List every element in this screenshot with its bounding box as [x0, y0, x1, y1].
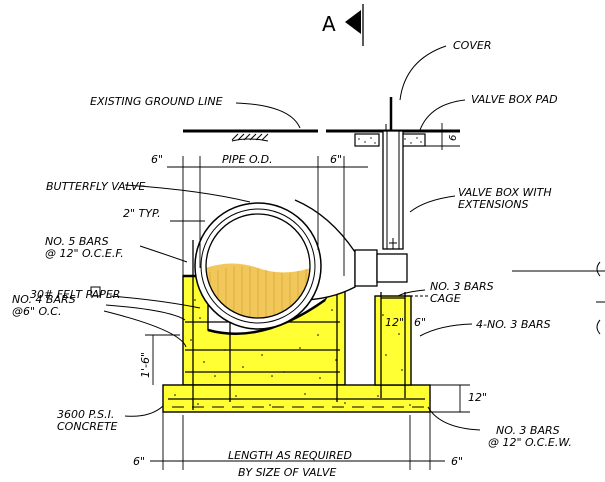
- base-thickness-label: 12": [468, 391, 487, 404]
- valve-box-shaft: [382, 130, 404, 250]
- pipe-od-label: PIPE O.D.: [222, 153, 273, 166]
- no5-bars-spacing-label: @ 12" O.C.E.F.: [45, 247, 124, 260]
- rebar: [168, 240, 426, 410]
- existing-ground-line-label: EXISTING GROUND LINE: [90, 95, 223, 108]
- section-marker: A: [322, 4, 364, 46]
- square-icon: [90, 286, 101, 297]
- bottom-dimensions: [145, 295, 470, 470]
- valve-box-pad-label: VALVE BOX PAD: [471, 93, 558, 106]
- concrete-strength-label: 3600 P.S.I.: [57, 408, 114, 421]
- no4-bars-label: NO. 4 BARS: [12, 293, 76, 306]
- pad-depth-label: 6: [448, 135, 459, 141]
- edge-fragments: [512, 261, 605, 335]
- butterfly-valve: [194, 199, 408, 330]
- concrete-label: CONCRETE: [57, 420, 118, 433]
- section-arrow-icon: [345, 10, 361, 34]
- no3-ocew-spacing-label: @ 12" O.C.E.W.: [488, 436, 572, 449]
- valve-box-pad: [354, 133, 426, 147]
- valve-box-with-label: VALVE BOX WITH: [458, 186, 552, 199]
- left-offset-label: 6": [151, 153, 163, 166]
- no3-ocew-label: NO. 3 BARS: [496, 424, 560, 437]
- right-offset-label: 6": [330, 153, 342, 166]
- height-dimension-label: 1'-6": [139, 352, 152, 378]
- no4-bars-spacing-label: @6" O.C.: [12, 305, 61, 318]
- butterfly-valve-label: BUTTERFLY VALVE: [46, 180, 145, 193]
- pad-depth-dimension: 6: [425, 123, 460, 150]
- leaders: [103, 45, 481, 431]
- section-marker-letter: A: [322, 12, 336, 36]
- cover: [385, 97, 393, 131]
- valve-box-extensions-label: EXTENSIONS: [458, 198, 528, 211]
- length-required-label: LENGTH AS REQUIRED: [228, 449, 352, 462]
- felt-paper-label: 30# FELT PAPER: [30, 288, 120, 301]
- cage-label: CAGE: [430, 292, 461, 305]
- no5-bars-label: NO. 5 BARS: [45, 235, 109, 248]
- four-no3-bars-label: 4-NO. 3 BARS: [476, 318, 551, 331]
- annotations: COVER EXISTING GROUND LINE VALVE BOX PAD…: [12, 39, 572, 479]
- cage-width-label: 12": [385, 316, 404, 329]
- two-inch-typ-label: 2" TYP.: [123, 207, 161, 220]
- length-by-size-label: BY SIZE OF VALVE: [238, 466, 336, 479]
- cover-label: COVER: [453, 39, 491, 52]
- no3-cage-label: NO. 3 BARS: [430, 280, 494, 293]
- bottom-right-offset-label: 6": [451, 455, 463, 468]
- cage-offset-label: 6": [414, 316, 426, 329]
- bottom-left-offset-label: 6": [133, 455, 145, 468]
- top-dimensions: 6" PIPE O.D. 6": [151, 153, 368, 276]
